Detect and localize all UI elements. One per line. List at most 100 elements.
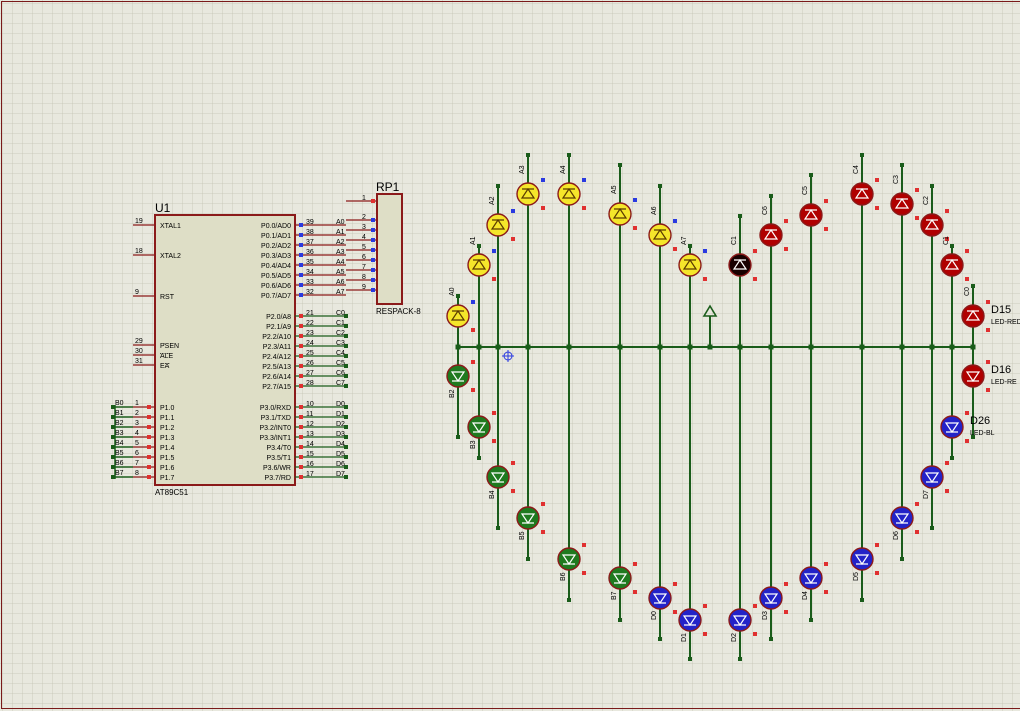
led-icon [446,304,470,328]
pin-state-marker [824,199,828,203]
mcu-pin-name: P3.3/INT1 [259,435,291,442]
pin-state-marker [633,562,637,566]
pin-state-marker [673,610,677,614]
diode-symbol-icon [450,309,466,321]
diode-symbol-icon [520,513,536,525]
pin-state-marker [147,435,151,439]
junction-dot [111,475,115,479]
led-net-label: C6 [762,206,769,215]
wire-end [567,598,571,602]
mcu-u1[interactable]: U1 AT89C51 19XTAL118XTAL29RST29PSEN30ALE… [111,201,348,497]
mcu-pin-name: P0.0/AD0 [261,223,291,230]
diode-symbol-icon [944,258,960,270]
mcu-pin-name: P3.0/RXD [260,405,291,412]
junction-dot [344,465,348,469]
led-icon [728,253,752,277]
pin-state-marker [915,530,919,534]
diode-symbol-icon [803,208,819,220]
led-icon [608,202,632,226]
led-icon [446,364,470,388]
led: A7 [678,236,707,281]
pin-state-marker [703,249,707,253]
mcu-pin-name: P0.5/AD5 [261,273,291,280]
pin-state-marker [915,502,919,506]
mcu-pin-name: P0.3/AD3 [261,253,291,260]
led: A2 [486,196,515,241]
led-net-label: D2 [731,633,738,642]
mcu-pin-name: P1.1 [160,415,175,422]
mcu-pin-name: P1.7 [160,475,175,482]
net-label: A7 [336,289,345,296]
mcu-pin-name: P1.5 [160,455,175,462]
pin-state-marker [875,178,879,182]
led-icon [486,213,510,237]
respack-part: RESPACK-8 [376,307,421,316]
led-icon [608,566,632,590]
mcu-pin-number: 8 [135,470,139,477]
led-net-label: A7 [681,236,688,245]
net-label: B6 [115,460,124,467]
mcu-pin-number: 12 [306,421,314,428]
mcu-pin-number: 29 [135,338,143,345]
net-label: C0 [336,310,345,317]
led-net-label: B7 [611,591,618,600]
mcu-pin-number: 15 [306,451,314,458]
pin-state-marker [784,582,788,586]
net-label: D7 [336,471,345,478]
pin-state-marker [299,455,303,459]
diode-symbol-icon [965,371,981,383]
mcu-pin-number: 16 [306,461,314,468]
wire-end [900,557,904,561]
led-net-label: D5 [853,572,860,581]
mcu-pin-number: 37 [306,239,314,246]
pin-state-marker [299,334,303,338]
mcu-pin-name: P1.4 [160,445,175,452]
led-icon [557,547,581,571]
net-label: C7 [336,380,345,387]
wire-end [477,456,481,460]
respack-pin-number: 7 [362,264,366,271]
mcu-pin-number: 10 [306,401,314,408]
led-net-label: A4 [560,165,567,174]
pin-state-marker [299,415,303,419]
mcu-pin-number: 18 [135,248,143,255]
mcu-pin-number: 25 [306,350,314,357]
mcu-pin-number: 22 [306,320,314,327]
pin-state-marker [299,445,303,449]
junction-dot [111,415,115,419]
respack-pin-number: 2 [362,214,366,221]
pin-state-marker [371,238,375,242]
mcu-pin-name: P3.2/INT0 [259,425,291,432]
led-icon [961,304,985,328]
led: C1 [728,236,757,281]
pin-state-marker [541,178,545,182]
mcu-pin-name: P0.6/AD6 [261,283,291,290]
mcu-pin-name: ALE [160,353,174,360]
net-label: A5 [336,269,345,276]
crosshair-cursor-icon [502,350,514,362]
led: A1 [467,236,496,281]
net-label: D1 [336,411,345,418]
net-label: B0 [115,400,124,407]
wire-end [688,244,692,248]
pin-state-marker [582,206,586,210]
wire-end [477,244,481,248]
diode-symbol-icon [894,513,910,525]
led-ref: D16 [991,364,1011,376]
junction-dot [111,465,115,469]
pin-state-marker [541,206,545,210]
diode-symbol-icon [682,258,698,270]
led: D1 [678,604,707,642]
pin-state-marker [147,415,151,419]
led-net-label: C5 [802,186,809,195]
mcu-pin-name: P2.5/A13 [262,364,291,371]
pin-state-marker [471,360,475,364]
wire-end [950,456,954,460]
wire-end [688,657,692,661]
mcu-pin-number: 1 [135,400,139,407]
